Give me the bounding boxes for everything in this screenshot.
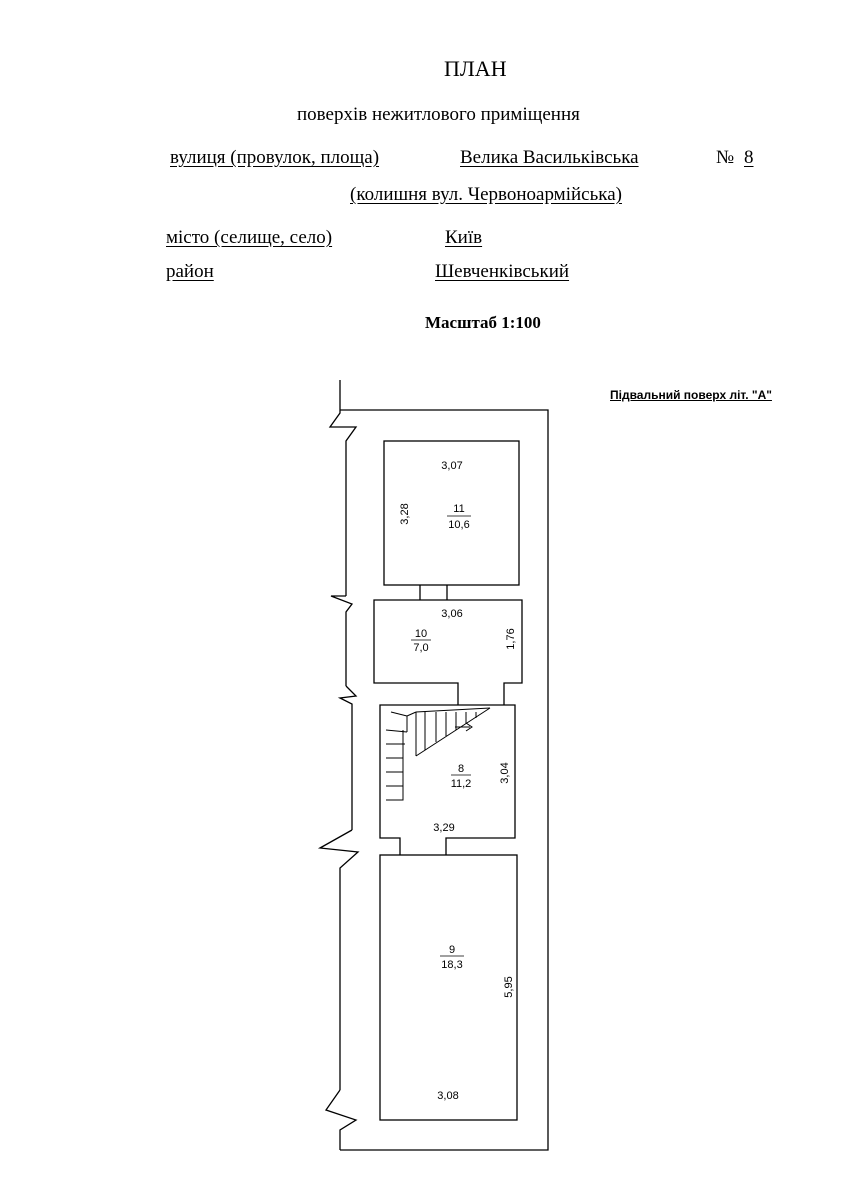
street-label: вулиця (провулок, площа) [170,147,380,168]
room-8-area: 11,2 [451,778,472,790]
room-9-length: 5,95 [503,976,515,997]
room-9-outline [379,854,518,1121]
plan-title: ПЛАН [444,56,507,81]
room-10-width: 3,06 [441,608,462,620]
left-wall-mid2 [337,685,358,830]
room-11-number: 11 [453,503,464,515]
floor-label: Підвальний поверх літ. "А" [610,388,772,402]
room-10-number: 10 [415,628,427,640]
street-value: Велика Васильківська [460,147,639,168]
number-label: № [716,147,735,168]
room-9-number: 9 [449,944,455,956]
city-value: Київ [445,227,483,248]
room-8-outline [379,704,516,855]
district-value: Шевченківський [435,261,570,282]
room-11-area: 10,6 [448,519,469,531]
room-9-width: 3,08 [437,1090,458,1102]
room-8-length: 3,04 [499,762,511,783]
left-wall-lower [317,829,360,1090]
outer-wall [340,409,549,1151]
room-11-length: 3,28 [399,503,411,524]
room-8-width: 3,29 [433,822,454,834]
room-11-width: 3,07 [441,460,462,472]
room-10-outline [373,599,523,705]
number-value: 8 [744,147,754,168]
room-8-number: 8 [458,763,464,775]
plan-subtitle: поверхів нежитлового приміщення [297,104,580,125]
room-9-area: 18,3 [441,959,462,971]
scale-label: Масштаб 1:100 [425,313,541,332]
room-11-outline [383,440,520,586]
former-street-name: (колишня вул. Червоноармійська) [350,184,622,205]
room-10-area: 7,0 [413,642,428,654]
left-wall-upper [328,380,358,596]
room-10-length: 1,76 [505,628,517,649]
city-label: місто (селище, село) [166,227,333,248]
staircase [385,707,491,801]
district-label: район [166,261,214,282]
left-wall-bottom [324,1089,358,1150]
left-wall-mid [330,595,354,686]
